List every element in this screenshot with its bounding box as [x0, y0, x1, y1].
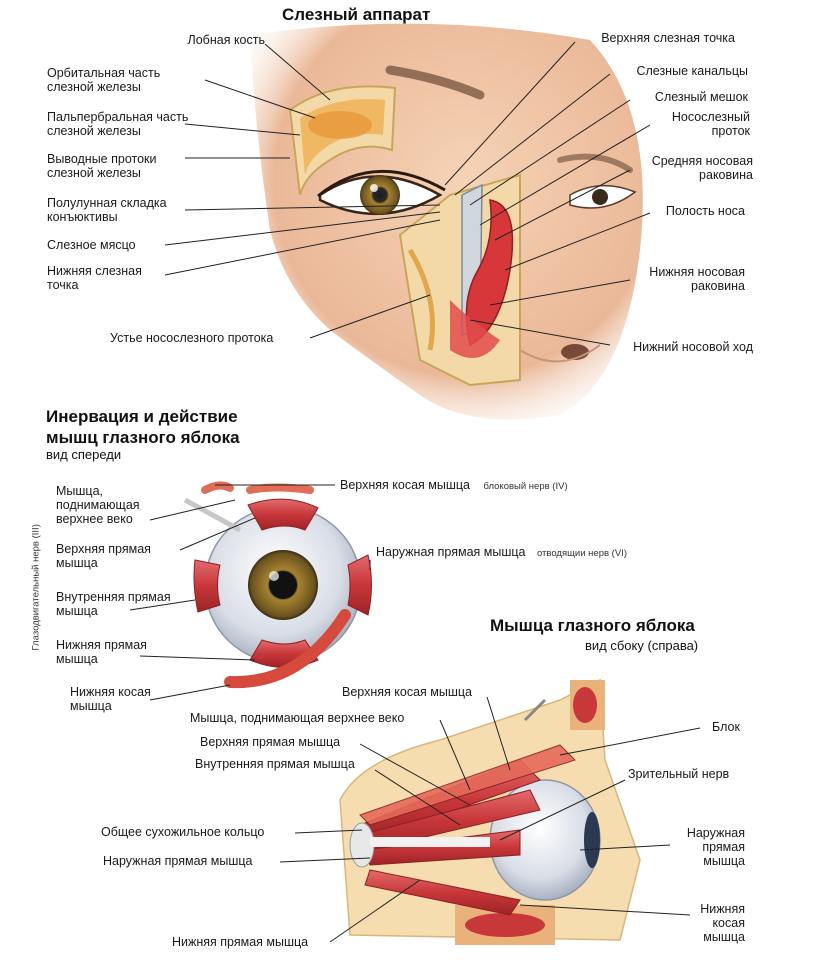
nasal-cutaway	[398, 173, 521, 387]
label-lateral-rectus-side-right: Наружная прямая мышца	[686, 826, 745, 868]
abducens-nerve-note: отводящии нерв (VI)	[536, 548, 627, 559]
label-superior-rectus-front: Верхняя прямая мышца	[56, 542, 151, 570]
label-medial-rectus-front: Внутренняя прямая мышца	[56, 590, 171, 618]
label-lateral-rectus-front: Наружная прямая мышца отводящии нерв (VI…	[376, 545, 627, 559]
label-nasal-cavity: Полость носа	[665, 204, 745, 218]
label-lower-punctum: Нижняя слезная точка	[47, 264, 142, 292]
label-superior-oblique-front: Верхняя косая мышца блоковый нерв (IV)	[340, 478, 568, 492]
innervation-subtitle: вид спереди	[46, 447, 122, 462]
label-orbital-part: Орбитальная часть слезной железы	[47, 66, 161, 94]
label-inferior-oblique-front: Нижняя косая мышца	[70, 685, 151, 713]
label-excretory-ducts: Выводные протоки слезной железы	[47, 152, 157, 180]
label-nasolacrimal-duct: Носослезный проток	[671, 110, 750, 138]
label-middle-concha: Средняя носовая раковина	[651, 154, 753, 182]
leader-lines	[129, 41, 701, 943]
label-frontal-bone: Лобная кость	[187, 33, 265, 47]
label-inferior-rectus-front: Нижняя прямая мышца	[56, 638, 147, 666]
orbit-side-view	[339, 678, 641, 945]
label-optic-nerve: Зрительный нерв	[628, 767, 730, 781]
label-common-ring: Общее сухожильное кольцо	[101, 825, 265, 839]
label-upper-punctum: Верхняя слезная точка	[601, 31, 735, 45]
label-lacrimal-sac: Слезный мешок	[654, 90, 748, 104]
label-lacrimal-caruncle: Слезное мясцо	[47, 238, 136, 252]
label-nasolacrimal-opening: Устье носослезного протока	[110, 331, 274, 345]
lacrimal-gland-cutaway	[288, 85, 397, 196]
label-superior-rectus-side: Верхняя прямая мышца	[200, 735, 341, 749]
label-lateral-rectus-side-left: Наружная прямая мышца	[103, 854, 253, 868]
side-view-title: Мышца глазного яблока	[490, 616, 695, 635]
label-palpebral-part: Пальпербральная часть слезной железы	[47, 110, 189, 138]
innervation-title: Инервация и действие мышц глазного яблок…	[46, 407, 240, 447]
label-inferior-meatus: Нижний носовой ход	[633, 340, 753, 354]
lacrimal-title: Слезный аппарат	[282, 5, 431, 24]
label-inferior-rectus-side: Нижняя прямая мышца	[172, 935, 309, 949]
label-inferior-concha: Нижняя носовая раковина	[649, 265, 745, 293]
label-trochlea: Блок	[712, 720, 740, 734]
label-inferior-oblique-side: Нижняя косая мышца	[700, 902, 745, 944]
label-superior-oblique-side: Верхняя косая мышца	[342, 685, 472, 699]
oculomotor-nerve-note: Глазодвигательный нерв (III)	[30, 524, 42, 651]
trochlear-nerve-note: блоковый нерв (IV)	[483, 481, 568, 492]
label-semilunar-fold: Полулунная складка конъюктивы	[47, 196, 167, 224]
label-canaliculi: Слезные канальцы	[636, 64, 748, 78]
left-eye	[317, 169, 446, 215]
label-levator-side: Мышца, поднимающая верхнее веко	[190, 711, 405, 725]
label-levator-front: Мышца, поднимающая верхнее веко	[56, 484, 140, 526]
eyeball-front-view	[183, 481, 372, 689]
side-view-subtitle: вид сбоку (справа)	[585, 638, 699, 653]
label-medial-rectus-side: Внутренняя прямая мышца	[195, 757, 355, 771]
